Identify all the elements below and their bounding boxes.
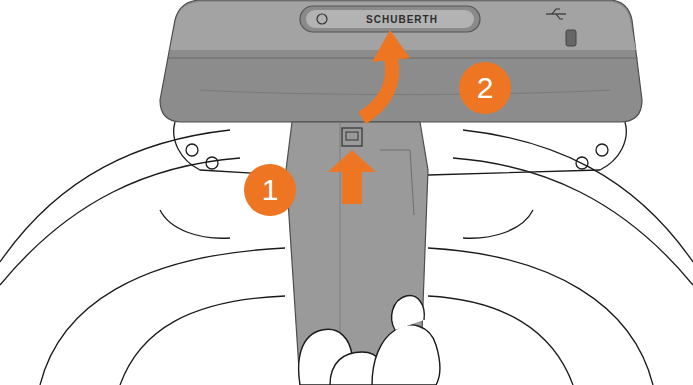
communication-unit <box>160 0 642 122</box>
callout-circle <box>244 164 296 216</box>
arrow-two <box>362 30 410 118</box>
arrow-one <box>328 150 376 204</box>
callout-number: 1 <box>244 164 296 216</box>
brand-logo-text: SCHUBERTH <box>330 10 474 28</box>
helmet-liner <box>0 122 693 385</box>
hand <box>299 296 440 385</box>
callout-number: 2 <box>459 62 511 114</box>
callout-circle <box>459 62 511 114</box>
